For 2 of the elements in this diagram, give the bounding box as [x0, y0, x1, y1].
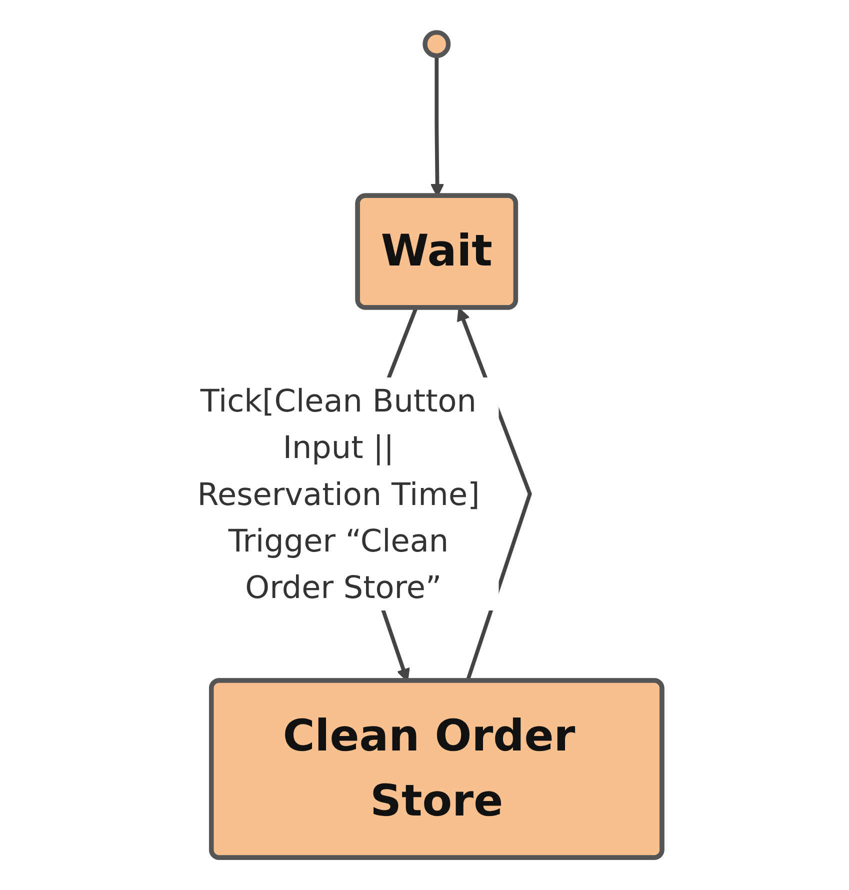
edge-label: Tick[Clean Button Input || Reservation Time] Trigger “Clean Order Store” — [196, 382, 480, 606]
node-circle — [422, 30, 450, 58]
